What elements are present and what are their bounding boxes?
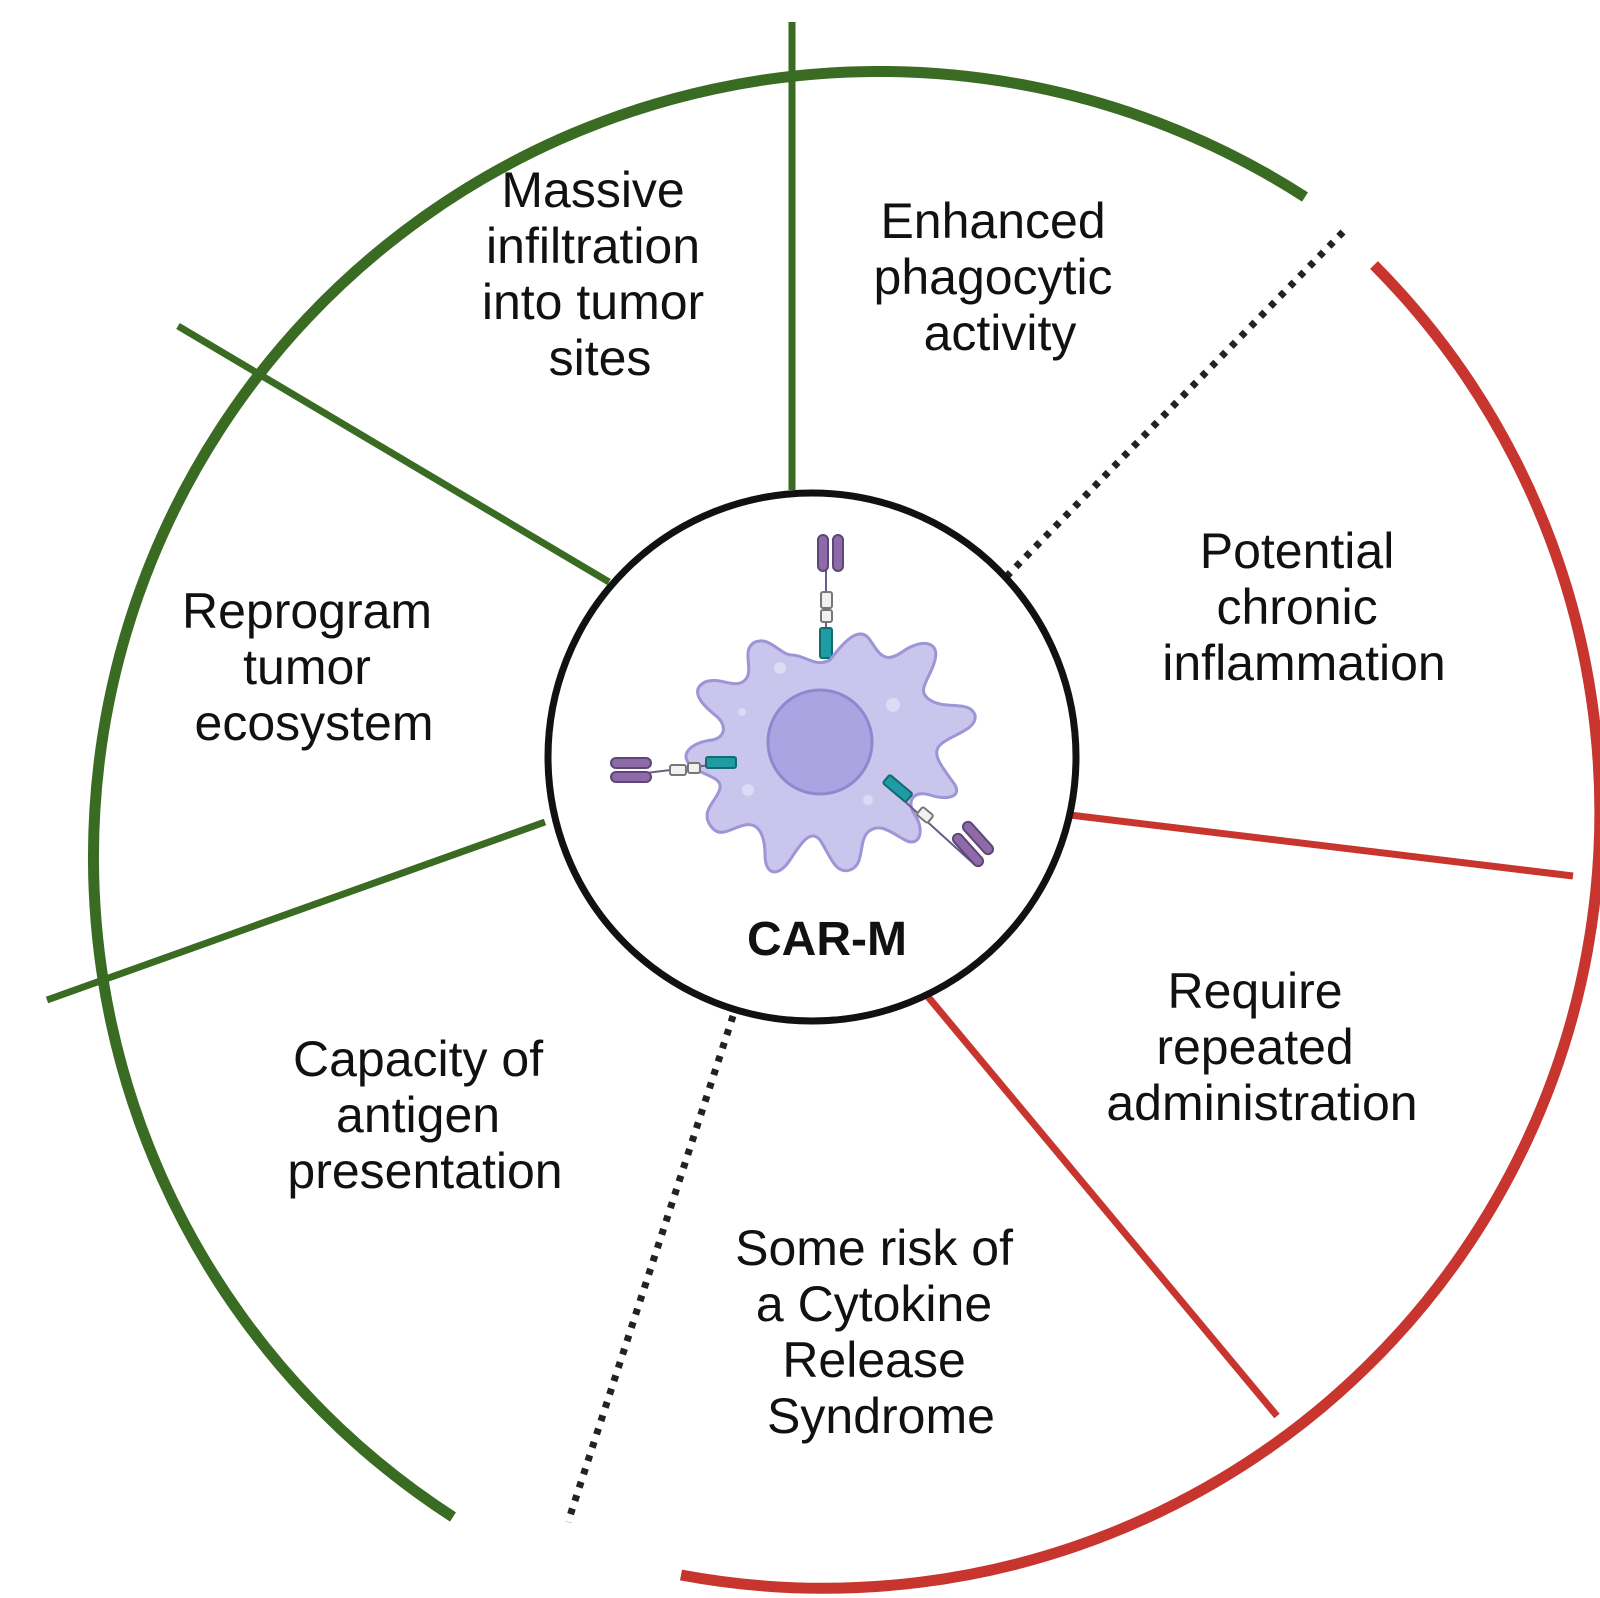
limitation-repeated-administration: Require repeated administration	[1106, 963, 1417, 1131]
advantages-rim-arc	[87, 65, 1308, 1522]
limitation-chronic-inflammation: Potential chronic inflammation	[1162, 523, 1445, 691]
advantage-enhanced-phagocytic: Enhanced phagocytic activity	[874, 193, 1127, 361]
cell-nucleus	[766, 688, 874, 796]
car-receptor-icon	[882, 774, 995, 868]
car-receptor-icon	[610, 756, 737, 783]
divider-line	[45, 818, 547, 1004]
center-label: CAR-M	[747, 913, 907, 966]
divider-line	[921, 989, 1280, 1419]
limitations-rim-arc	[679, 261, 1600, 1594]
advantage-reprogram-tumor: Reprogram tumor ecosystem	[182, 583, 446, 751]
advantage-antigen-presentation: Capacity of antigen presentation	[287, 1031, 562, 1199]
divider-line	[176, 322, 611, 586]
macrophage-cell-icon	[610, 534, 995, 874]
limitation-cytokine-release: Some risk of a Cytokine Release Syndrome	[735, 1220, 1027, 1444]
dotted-divider	[1002, 229, 1346, 581]
car-receptor-icon	[817, 534, 844, 659]
divider-line	[1069, 811, 1574, 880]
advantage-massive-infiltration: Massive infiltration into tumor sites	[482, 162, 718, 386]
dotted-divider	[564, 1014, 737, 1524]
